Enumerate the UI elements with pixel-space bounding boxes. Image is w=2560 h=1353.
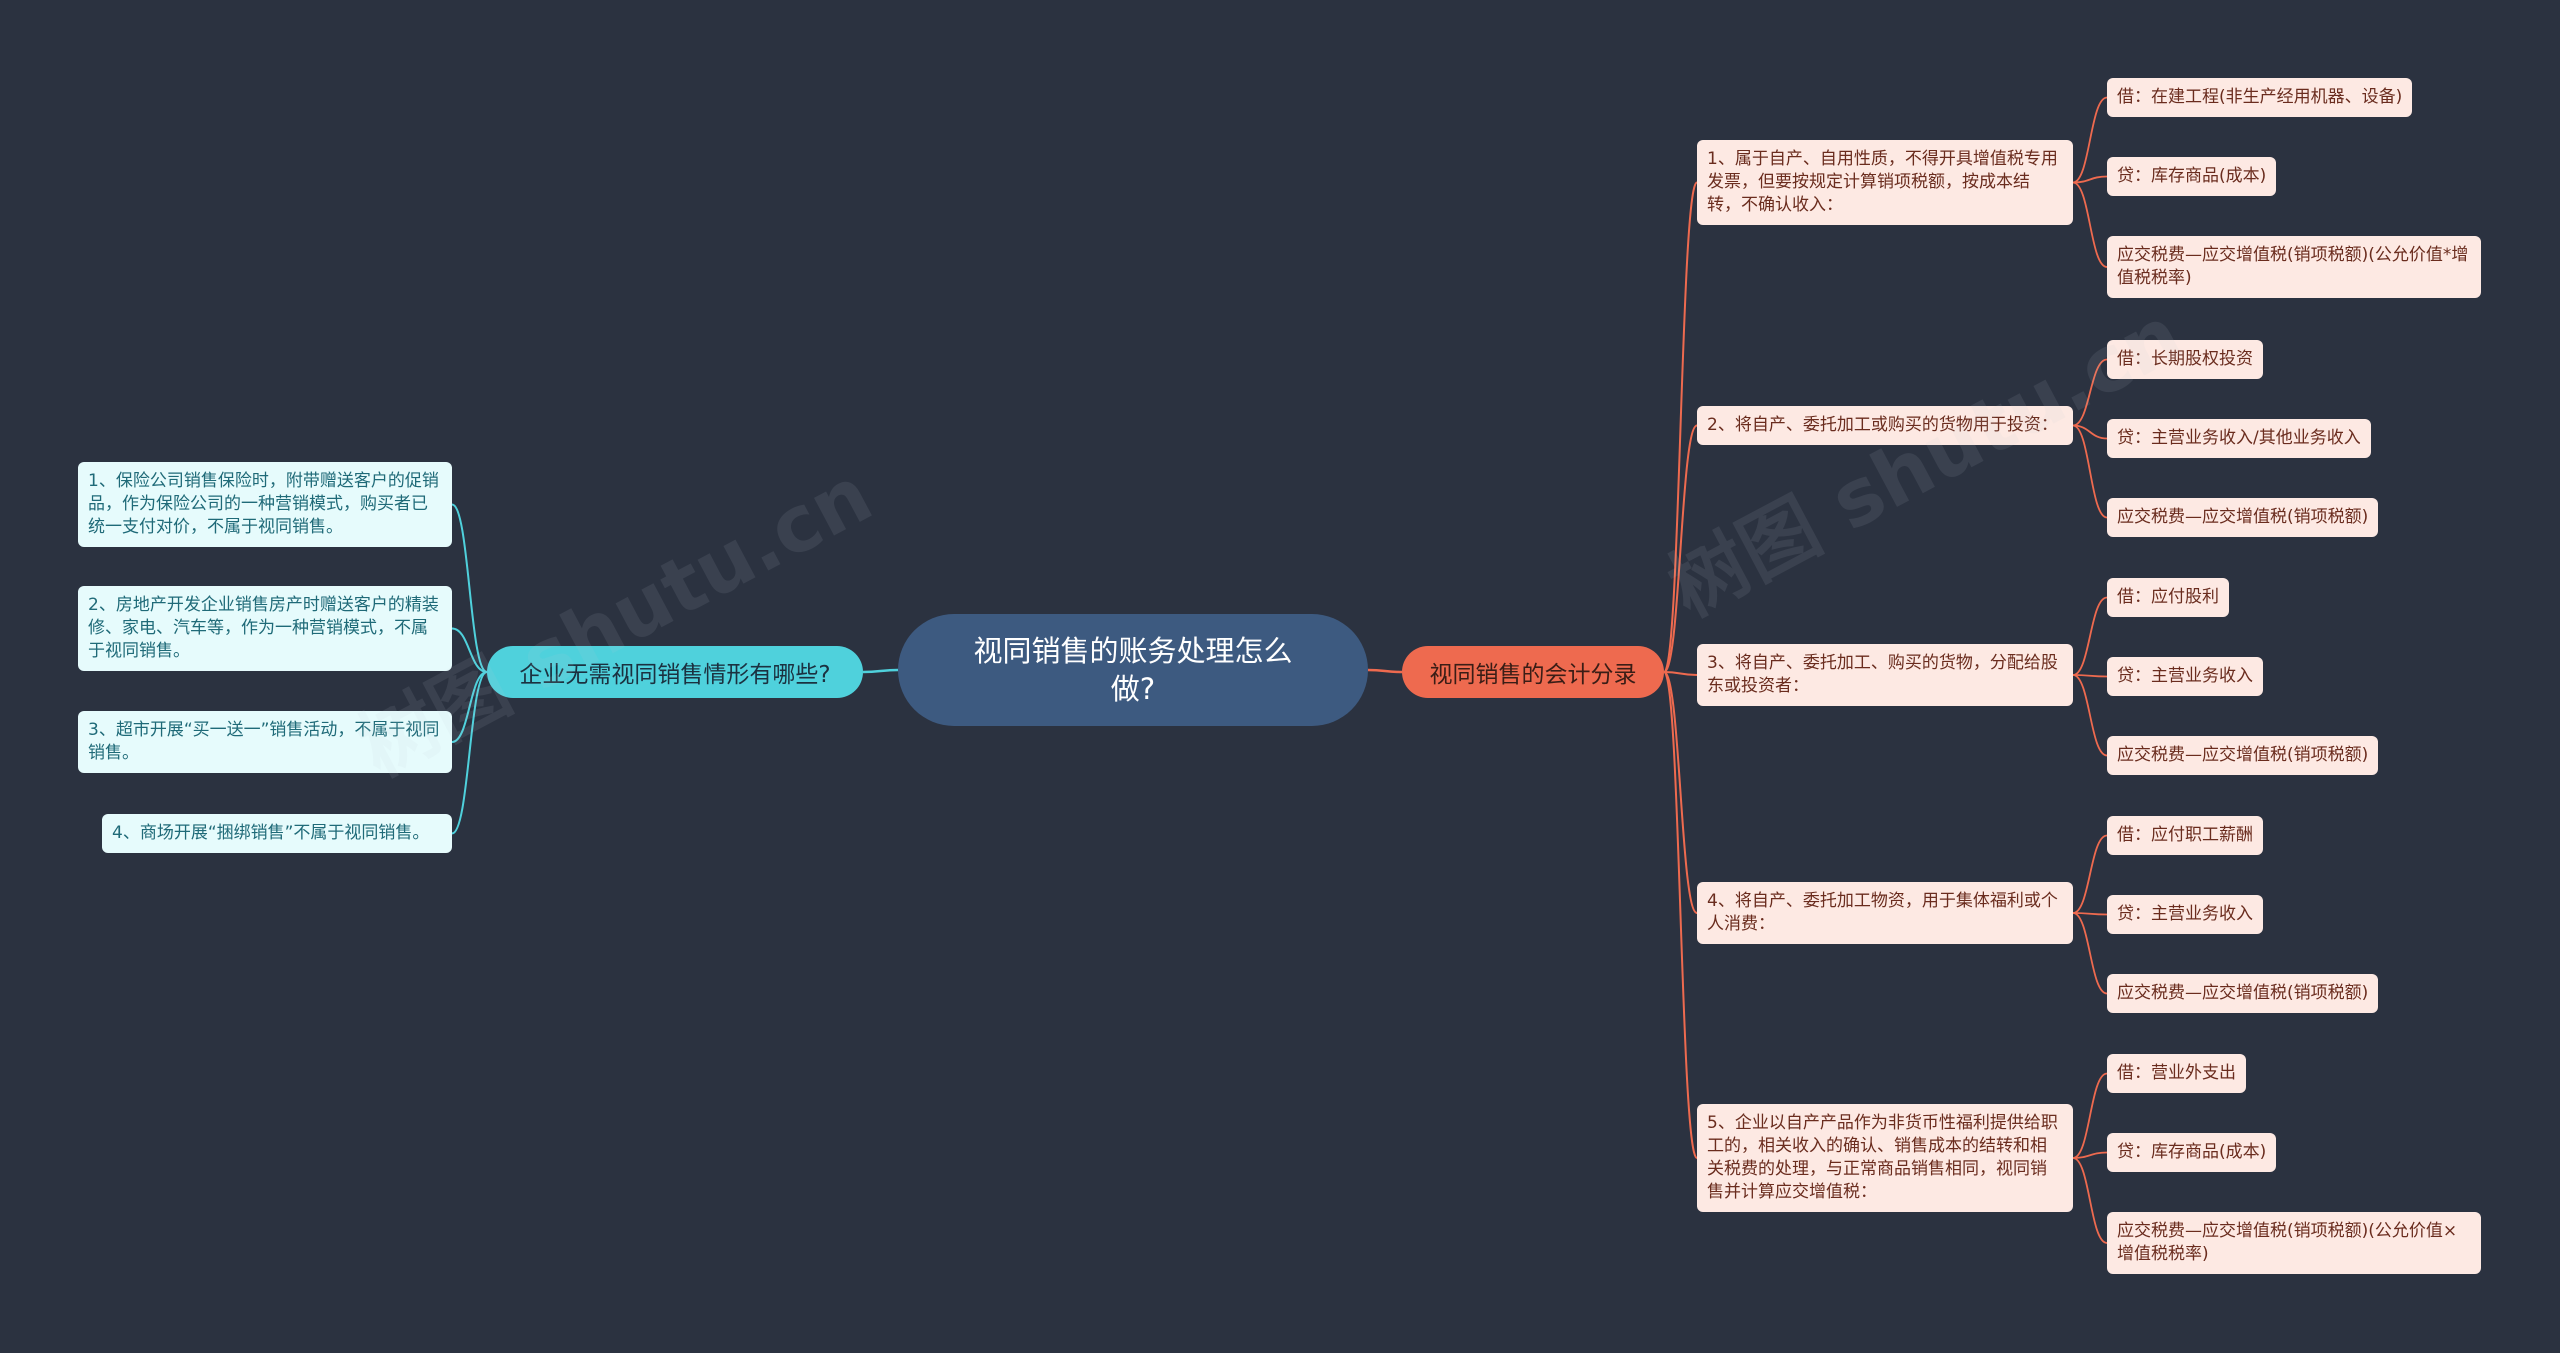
link-right-4-2 [2072, 1157, 2108, 1244]
link-right-3-0 [2072, 834, 2108, 914]
exempt-case-3[interactable]: 3、超市开展“买一送一”销售活动，不属于视同销售。 [78, 711, 452, 773]
entry-5-debit[interactable]: 借：营业外支出 [2107, 1054, 2246, 1093]
link-right-4-1 [2072, 1151, 2108, 1159]
link-right-3-2 [2072, 912, 2108, 995]
root-topic-text: 视同销售的账务处理怎么做? [973, 634, 1293, 706]
link-right-0-2 [2072, 181, 2108, 268]
link-left-3 [451, 671, 488, 835]
link-right-2-2 [2072, 674, 2108, 757]
exempt-case-2[interactable]: 2、房地产开发企业销售房产时赠送客户的精装修、家电、汽车等，作为一种营销模式，不… [78, 586, 452, 671]
link-right-2-0 [2072, 596, 2108, 676]
entry-1-tax[interactable]: 应交税费—应交增值税(销项税额)(公允价值*增值税税率) [2107, 236, 2481, 298]
link-right-1 [1663, 424, 1698, 673]
entry-3-credit[interactable]: 贷：主营业务收入 [2107, 657, 2263, 696]
link-left-1 [451, 627, 488, 673]
link-right-0 [1663, 181, 1698, 673]
entry-2-debit[interactable]: 借：长期股权投资 [2107, 340, 2263, 379]
entry-case-5[interactable]: 5、企业以自产产品作为非货币性福利提供给职工的，相关收入的确认、销售成本的结转和… [1697, 1104, 2073, 1212]
branch-exempt-cases[interactable]: 企业无需视同销售情形有哪些? [487, 646, 863, 698]
link-right-3 [1663, 671, 1698, 914]
entry-case-3[interactable]: 3、将自产、委托加工、购买的货物，分配给股东或投资者： [1697, 644, 2073, 706]
link-right-1-0 [2072, 358, 2108, 427]
entry-2-tax[interactable]: 应交税费—应交增值税(销项税额) [2107, 498, 2379, 537]
entry-5-tax[interactable]: 应交税费—应交增值税(销项税额)(公允价值×增值税税率) [2107, 1212, 2481, 1274]
link-left-0 [451, 503, 488, 673]
exempt-case-1[interactable]: 1、保险公司销售保险时，附带赠送客户的促销品，作为保险公司的一种营销模式，购买者… [78, 462, 452, 547]
entry-4-tax[interactable]: 应交税费—应交增值税(销项税额) [2107, 974, 2379, 1013]
link-root-right [1367, 668, 1403, 674]
entry-5-credit[interactable]: 贷：库存商品(成本) [2107, 1133, 2277, 1172]
entry-3-debit[interactable]: 借：应付股利 [2107, 578, 2229, 617]
entry-3-tax[interactable]: 应交税费—应交增值税(销项税额) [2107, 736, 2379, 775]
branch-exempt-cases-text: 企业无需视同销售情形有哪些? [519, 662, 831, 688]
entry-1-debit[interactable]: 借：在建工程(非生产经用机器、设备) [2107, 78, 2413, 117]
entry-4-credit[interactable]: 贷：主营业务收入 [2107, 895, 2263, 934]
entry-case-2[interactable]: 2、将自产、委托加工或购买的货物用于投资： [1697, 406, 2073, 445]
branch-accounting-entries-text: 视同销售的会计分录 [1429, 662, 1637, 688]
link-right-2 [1663, 671, 1698, 676]
link-right-4 [1663, 671, 1698, 1159]
link-right-1-1 [2072, 424, 2108, 440]
link-right-2-1 [2072, 674, 2108, 678]
link-right-0-0 [2072, 96, 2108, 184]
root-topic[interactable]: 视同销售的账务处理怎么做? [898, 614, 1368, 726]
link-root-left [862, 668, 899, 674]
link-right-1-2 [2072, 424, 2108, 519]
exempt-case-4[interactable]: 4、商场开展“捆绑销售”不属于视同销售。 [102, 814, 452, 853]
branch-accounting-entries[interactable]: 视同销售的会计分录 [1402, 646, 1664, 698]
entry-2-credit[interactable]: 贷：主营业务收入/其他业务收入 [2107, 419, 2371, 458]
link-left-2 [451, 671, 488, 743]
entry-case-1[interactable]: 1、属于自产、自用性质，不得开具增值税专用发票，但要按规定计算销项税额，按成本结… [1697, 140, 2073, 225]
entry-case-4[interactable]: 4、将自产、委托加工物资，用于集体福利或个人消费： [1697, 882, 2073, 944]
link-right-4-0 [2072, 1072, 2108, 1159]
entry-1-credit[interactable]: 贷：库存商品(成本) [2107, 157, 2277, 196]
entry-4-debit[interactable]: 借：应付职工薪酬 [2107, 816, 2263, 855]
link-right-3-1 [2072, 912, 2108, 916]
link-right-0-1 [2072, 175, 2108, 184]
